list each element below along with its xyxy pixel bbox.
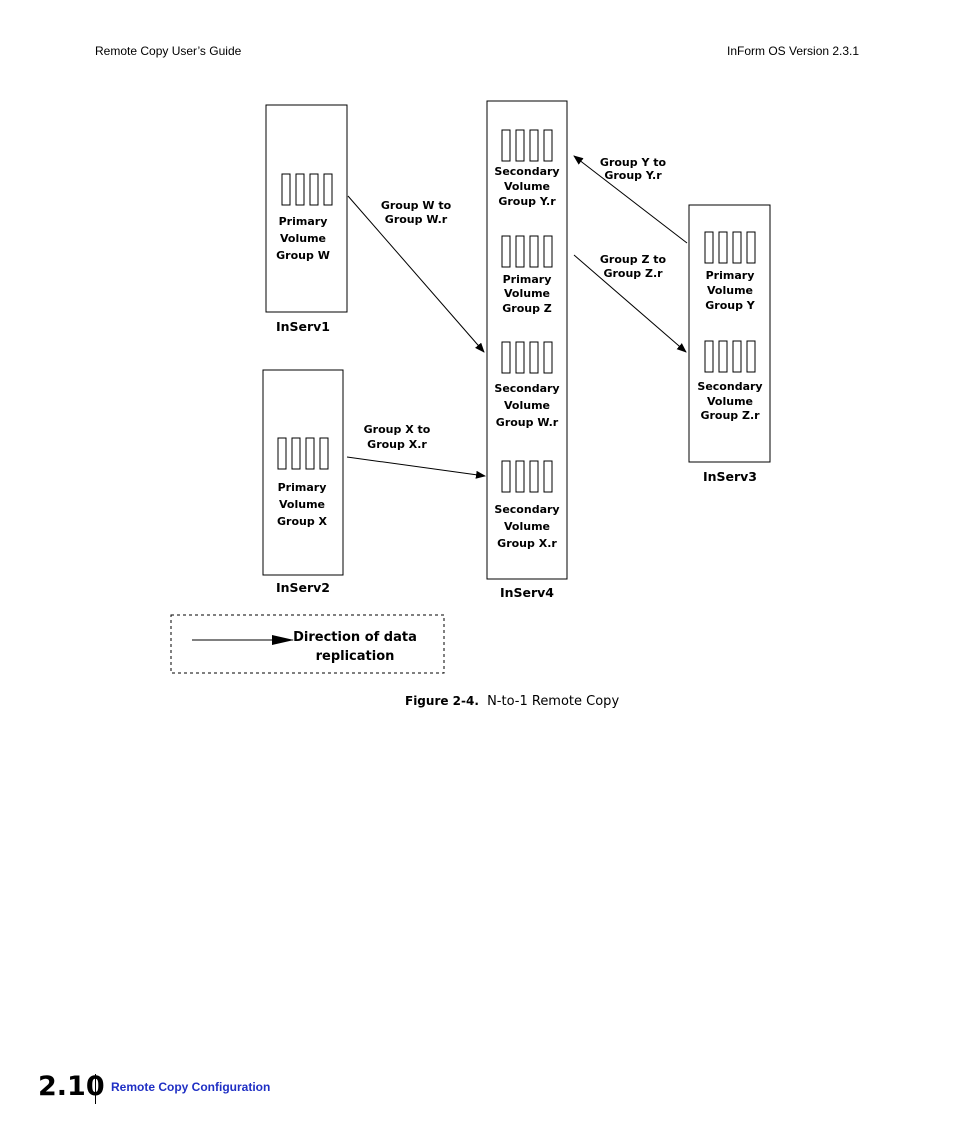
group-label-line: Secondary xyxy=(494,382,559,395)
server-label: InServ4 xyxy=(500,585,554,600)
group-label-line: Group Y xyxy=(705,299,756,312)
legend-label-line: Direction of data xyxy=(293,630,417,645)
link-label-line: Group X.r xyxy=(367,438,427,451)
secondary-volume-group-w-r: Secondary Volume Group W.r xyxy=(494,341,560,429)
disk-drives-icon xyxy=(277,437,329,470)
replication-link-w: Group W to Group W.r xyxy=(347,195,485,353)
disk-drives-icon xyxy=(501,129,553,162)
link-label-line: Group X to xyxy=(364,423,431,436)
group-label-line: Volume xyxy=(504,287,550,300)
chapter-link[interactable]: Remote Copy Configuration xyxy=(111,1080,271,1094)
link-label-line: Group Y.r xyxy=(604,169,662,182)
link-label-line: Group Z to xyxy=(600,253,667,266)
group-label-line: Volume xyxy=(504,180,550,193)
arrow-icon xyxy=(346,456,486,479)
group-label-line: Secondary xyxy=(494,165,559,178)
group-label-line: Volume xyxy=(504,520,550,533)
group-label-line: Volume xyxy=(279,498,325,511)
arrow-icon xyxy=(573,254,687,353)
inserv2: Primary Volume Group X InServ2 xyxy=(262,369,344,595)
group-label-line: Volume xyxy=(707,284,753,297)
group-label-line: Group X xyxy=(277,515,328,528)
figure-caption: Figure 2-4. N-to-1 Remote Copy xyxy=(405,694,619,709)
disk-drives-icon xyxy=(281,173,333,206)
inserv3: Primary Volume Group Y Secondary Volume … xyxy=(688,204,771,484)
link-label-line: Group W to xyxy=(381,199,452,212)
secondary-volume-group-z-r: Secondary Volume Group Z.r xyxy=(697,340,763,422)
legend: Direction of data replication xyxy=(170,614,445,674)
group-label-line: Group Y.r xyxy=(498,195,556,208)
group-label-line: Primary xyxy=(503,273,552,286)
primary-volume-group-w: Primary Volume Group W xyxy=(276,173,333,262)
inserv4: Secondary Volume Group Y.r Primary Volum… xyxy=(486,100,568,600)
group-label-line: Primary xyxy=(278,481,327,494)
disk-drives-icon xyxy=(501,235,553,268)
link-label-line: Group W.r xyxy=(385,213,448,226)
group-label-line: Group W.r xyxy=(496,416,559,429)
disk-drives-icon xyxy=(704,340,756,373)
figure-number: Figure 2-4. xyxy=(405,694,479,708)
footer-divider xyxy=(95,1074,96,1104)
running-header-version: InForm OS Version 2.3.1 xyxy=(727,44,860,58)
group-label-line: Group X.r xyxy=(497,537,557,550)
group-label-line: Secondary xyxy=(494,503,559,516)
legend-label-line: replication xyxy=(316,649,395,664)
inserv1: Primary Volume Group W InServ1 xyxy=(265,104,348,334)
group-label-line: Group Z xyxy=(502,302,552,315)
running-header-title: Remote Copy User’s Guide xyxy=(95,44,242,58)
primary-volume-group-z: Primary Volume Group Z xyxy=(501,235,553,315)
replication-link-x: Group X to Group X.r xyxy=(346,423,486,479)
disk-drives-icon xyxy=(704,231,756,264)
group-label-line: Volume xyxy=(504,399,550,412)
figure-title: N-to-1 Remote Copy xyxy=(487,694,620,709)
group-label-line: Volume xyxy=(280,232,326,245)
group-label-line: Primary xyxy=(706,269,755,282)
secondary-volume-group-y-r: Secondary Volume Group Y.r xyxy=(494,129,560,208)
page-number: 2.10 xyxy=(38,1071,105,1102)
server-label: InServ3 xyxy=(703,469,757,484)
replication-link-z: Group Z to Group Z.r xyxy=(573,253,687,353)
link-label-line: Group Y to xyxy=(600,156,667,169)
server-label: InServ2 xyxy=(276,580,330,595)
disk-drives-icon xyxy=(501,460,553,493)
primary-volume-group-y: Primary Volume Group Y xyxy=(704,231,756,312)
replication-link-y: Group Y to Group Y.r xyxy=(573,155,688,244)
server-label: InServ1 xyxy=(276,319,330,334)
group-label-line: Secondary xyxy=(697,380,762,393)
secondary-volume-group-x-r: Secondary Volume Group X.r xyxy=(494,460,560,550)
group-label-line: Primary xyxy=(279,215,328,228)
link-label-line: Group Z.r xyxy=(603,267,663,280)
disk-drives-icon xyxy=(501,341,553,374)
group-label-line: Group Z.r xyxy=(700,409,760,422)
group-label-line: Group W xyxy=(276,249,330,262)
arrow-icon xyxy=(347,195,485,353)
group-label-line: Volume xyxy=(707,395,753,408)
primary-volume-group-x: Primary Volume Group X xyxy=(277,437,329,528)
arrow-icon xyxy=(573,155,688,244)
